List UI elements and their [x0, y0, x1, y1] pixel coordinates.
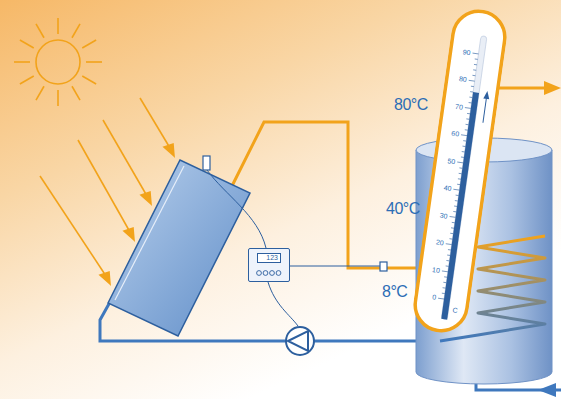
- tank-sensor: [380, 262, 387, 271]
- temperature-label: 80°C: [394, 96, 428, 114]
- scale-number: 60: [451, 129, 460, 138]
- collector-sensor: [203, 156, 210, 170]
- cold-water-arrow: [538, 383, 556, 397]
- controller-display: 123: [257, 253, 281, 263]
- controller-box: 123: [248, 248, 290, 282]
- sensor-wires: [207, 170, 380, 326]
- scale-number: 30: [439, 211, 448, 220]
- scale-number: 20: [435, 238, 444, 247]
- sun: [14, 18, 102, 106]
- scale-number: 10: [432, 266, 441, 275]
- display-reading: 123: [266, 254, 278, 262]
- temperature-label: 8°C: [382, 283, 407, 301]
- solar-collector: [108, 160, 250, 336]
- collector-highlight: [115, 166, 184, 300]
- hot-water-arrow: [544, 81, 561, 95]
- controller-buttons: [249, 267, 289, 279]
- pump: [286, 327, 314, 355]
- scale-number: 70: [455, 102, 464, 111]
- scale-number: 50: [447, 157, 456, 166]
- scale-number: 40: [443, 184, 452, 193]
- scale-number: 90: [462, 48, 471, 57]
- scale-number: 80: [458, 75, 467, 84]
- temperature-label: 40°C: [386, 200, 420, 218]
